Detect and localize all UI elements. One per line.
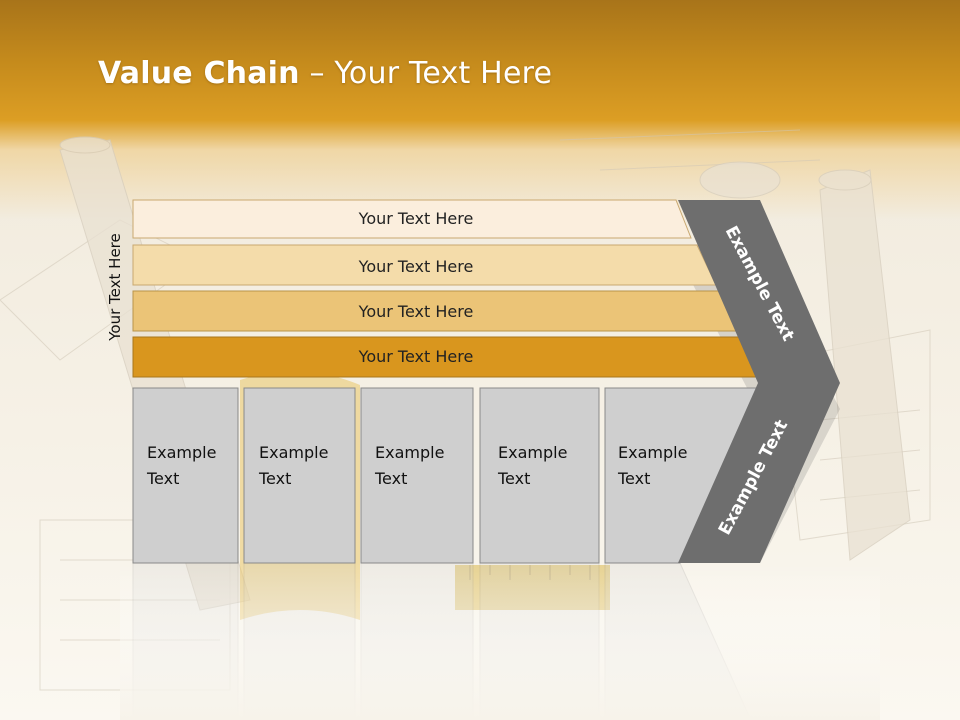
bar-2-label: Your Text Here — [358, 257, 474, 276]
box-5-line1: Example — [618, 443, 687, 462]
bar-1 — [132, 199, 692, 239]
box-4-line1: Example — [498, 443, 567, 462]
box-3-line2: Text — [374, 469, 407, 488]
box-1-line1: Example — [147, 443, 216, 462]
box-3-shape — [360, 387, 474, 564]
box-2-shape — [243, 387, 356, 564]
box-4-shape — [479, 387, 600, 564]
box-5-line2: Text — [617, 469, 650, 488]
title-rest: – Your Text Here — [299, 56, 553, 91]
box-2-line2: Text — [258, 469, 291, 488]
box-4-line2: Text — [497, 469, 530, 488]
box-2: Example Text — [243, 387, 356, 564]
slide-title: Value Chain – Your Text Here — [98, 56, 552, 91]
box-1-line2: Text — [146, 469, 179, 488]
bar-4-label: Your Text Here — [358, 347, 474, 366]
title-bold: Value Chain — [98, 56, 300, 91]
box-3: Example Text — [360, 387, 474, 564]
box-5: Example Text — [604, 387, 760, 564]
bars-group: Your Text Here Your Text Here Your Text … — [132, 199, 764, 378]
chevron-arrow — [678, 200, 840, 563]
box-3-line1: Example — [375, 443, 444, 462]
box-2-line1: Example — [259, 443, 328, 462]
boxes-group: Example Text Example Text Example Text E… — [132, 387, 760, 564]
bar-3-label: Your Text Here — [358, 302, 474, 321]
reflection-fade — [120, 563, 880, 720]
bar-1-label: Your Text Here — [358, 209, 474, 228]
box-4: Example Text — [479, 387, 600, 564]
box-1: Example Text — [132, 387, 239, 564]
box-1-shape — [132, 387, 239, 564]
